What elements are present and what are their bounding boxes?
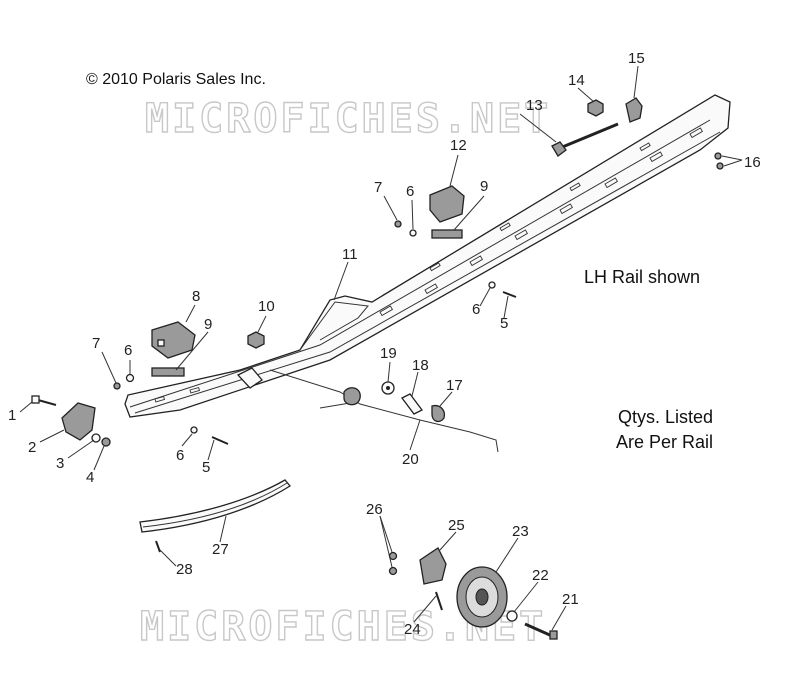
idler-wheel: [456, 566, 508, 628]
nut-7-upper: [394, 220, 402, 228]
callout-28: 28: [176, 561, 193, 578]
bolt-13: [551, 122, 619, 157]
callout-25: 25: [448, 517, 465, 534]
bracket-8: [151, 321, 196, 359]
bracket-12: [429, 185, 465, 223]
callout-5-upper: 5: [500, 315, 508, 332]
callout-7-left: 7: [92, 335, 100, 352]
bolt-24: [435, 591, 443, 611]
rail-cap: [61, 402, 96, 441]
callout-23: 23: [512, 523, 529, 540]
lh-rail-note: LH Rail shown: [584, 267, 700, 287]
copyright-text: © 2010 Polaris Sales Inc.: [86, 71, 266, 88]
callout-24: 24: [404, 621, 421, 638]
callout-10: 10: [258, 298, 275, 315]
wear-strip: [139, 479, 291, 533]
bushing-18: [401, 393, 423, 415]
spring-arm: [269, 369, 499, 453]
callout-15: 15: [628, 50, 645, 67]
callout-6-upper: 6: [472, 301, 480, 318]
callout-2: 2: [28, 439, 36, 456]
washer-6-lower: [190, 426, 198, 434]
callout-1: 1: [8, 407, 16, 424]
bolt-5-lower: [211, 436, 229, 445]
washer-6-upper-left: [409, 229, 417, 237]
screw-16a: [714, 152, 722, 160]
callout-21: 21: [562, 591, 579, 608]
nut-26b: [388, 566, 398, 576]
washer-22: [506, 610, 518, 622]
callout-6-lower: 6: [176, 447, 184, 464]
watermark-top: MICROFICHES.NET: [145, 96, 551, 142]
callout-17: 17: [446, 377, 463, 394]
nut-4: [101, 437, 111, 447]
callout-20: 20: [402, 451, 419, 468]
callout-27: 27: [212, 541, 229, 558]
callout-8: 8: [192, 288, 200, 305]
qty-note-line1: Qtys. Listed: [618, 407, 713, 427]
callout-18: 18: [412, 357, 429, 374]
axle-bracket-25: [419, 547, 447, 585]
nut-10: [247, 331, 265, 349]
spacer-9-upper: [431, 229, 463, 239]
callout-12: 12: [450, 137, 467, 154]
screw-28: [155, 540, 161, 553]
slide-rail: [124, 94, 731, 418]
bracket-15: [625, 97, 643, 123]
nut-left: [125, 373, 135, 383]
callout-13: 13: [526, 97, 543, 114]
callout-3: 3: [56, 455, 64, 472]
callout-11: 11: [342, 246, 358, 263]
callout-4: 4: [86, 469, 94, 486]
callout-5-lower: 5: [202, 459, 210, 476]
callout-16: 16: [744, 154, 761, 171]
nut-7-left: [113, 382, 121, 390]
washer-6-upper: [488, 281, 496, 289]
bolt-1: [31, 395, 57, 406]
callout-26: 26: [366, 501, 383, 518]
nut-14: [587, 99, 604, 117]
screw-16b: [716, 162, 724, 170]
callout-19: 19: [380, 345, 397, 362]
spacer-9-left: [151, 367, 185, 377]
callout-numbers: 1 2 3 4 5 6 6 7 8 9 10 11 12 9 7 6 13 14…: [8, 50, 761, 638]
callout-22: 22: [532, 567, 549, 584]
bolt-5-upper: [502, 291, 517, 298]
callout-6-left: 6: [124, 342, 132, 359]
callout-6-upper-left: 6: [406, 183, 414, 200]
nut-26a: [388, 551, 398, 561]
bushing-17: [431, 404, 446, 423]
callout-14: 14: [568, 72, 585, 89]
callout-9-left: 9: [204, 316, 212, 333]
callout-9-upper: 9: [480, 178, 488, 195]
qty-note-line2: Are Per Rail: [616, 432, 713, 452]
leader-lines: [19, 65, 743, 631]
callout-7-upper: 7: [374, 179, 382, 196]
bolt-21: [524, 622, 558, 640]
